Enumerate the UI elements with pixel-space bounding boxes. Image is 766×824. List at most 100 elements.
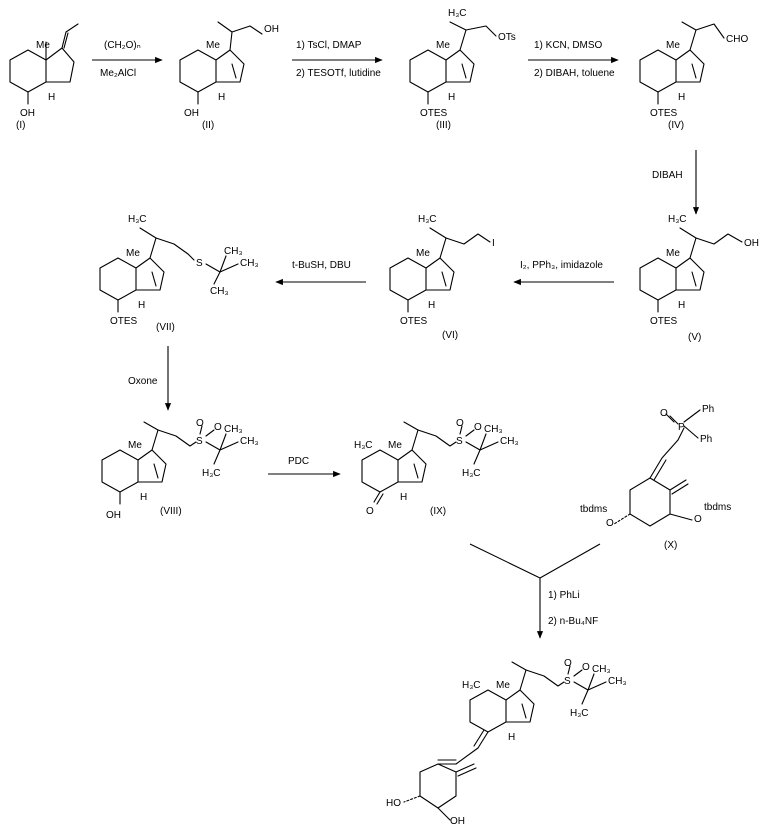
atom-ch3: CH₃	[500, 436, 519, 447]
atom-h: H	[218, 92, 225, 103]
atom-me: Me	[666, 40, 680, 51]
reagent-step9-bottom: 2) n-Bu₄NF	[548, 616, 598, 627]
reagent-step3-bottom: 2) DIBAH, toluene	[534, 68, 615, 79]
atom-o: O	[564, 658, 572, 669]
atom-h: H	[140, 492, 147, 503]
atom-me: Me	[36, 40, 50, 51]
label-compound-8: (VIII)	[160, 506, 182, 517]
atom-tbdms: tbdms	[704, 502, 731, 513]
atom-h: H	[678, 300, 685, 311]
final-product: H₃C Me H S O O CH₃ CH₃ H₃C HO OH	[386, 658, 627, 824]
compound-7: H₃C Me H OTES S CH₃ CH₃ CH₃	[99, 214, 259, 327]
atom-o: O	[660, 408, 668, 419]
atom-o: O	[606, 518, 614, 529]
atom-h3c: H₃C	[570, 708, 589, 719]
atom-ph: Ph	[700, 434, 712, 445]
atom-me: Me	[436, 40, 450, 51]
reagent-step4: DIBAH	[652, 170, 683, 181]
atom-h: H	[428, 300, 435, 311]
atom-me: Me	[206, 40, 220, 51]
atom-otes: OTES	[650, 316, 678, 327]
compound-5: H₃C Me H OTES OH	[639, 214, 759, 327]
atom-ch3: CH₃	[224, 246, 243, 257]
atom-h3c: H₃C	[202, 468, 221, 479]
atom-h3c: H₃C	[462, 680, 481, 691]
reagent-step2-top: 1) TsCl, DMAP	[296, 40, 362, 51]
label-compound-2: (II)	[202, 120, 214, 131]
compound-6: H₃C Me H OTES I	[389, 214, 495, 327]
compound-3: H₃C Me H OTES OTs	[409, 8, 516, 119]
label-compound-3: (III)	[436, 120, 451, 131]
atom-h: H	[678, 92, 685, 103]
reagent-step9-top: 1) PhLi	[548, 590, 580, 601]
atom-o: O	[366, 506, 374, 517]
atom-h3c: H₃C	[462, 468, 481, 479]
atom-ch3: CH₃	[210, 286, 229, 297]
atom-h: H	[400, 492, 407, 503]
atom-oh: OH	[264, 24, 279, 35]
atom-ch3: CH₃	[484, 424, 503, 435]
atom-o: O	[196, 418, 204, 429]
reagent-step5: I₂, PPh₃, imidazole	[520, 260, 603, 271]
reagent-step1-top: (CH₂O)ₙ	[104, 40, 141, 51]
atom-ch3: CH₃	[240, 258, 259, 269]
atom-me: Me	[666, 248, 680, 259]
label-compound-4: (IV)	[668, 120, 684, 131]
reagent-step7: Oxone	[128, 376, 158, 387]
atom-o: O	[456, 418, 464, 429]
compound-9: H₃C Me H O S O O CH₃ CH₃ H₃C	[354, 418, 519, 517]
label-compound-7: (VII)	[156, 322, 175, 333]
label-compound-10: (X)	[664, 540, 677, 551]
atom-h: H	[508, 732, 515, 743]
atom-ch3: CH₃	[592, 664, 611, 675]
atom-tbdms: tbdms	[580, 504, 607, 515]
label-compound-9: (IX)	[430, 506, 446, 517]
atom-o: O	[474, 422, 482, 433]
atom-ho: HO	[386, 798, 401, 809]
compound-8: Me H OH S O O CH₃ CH₃ H₃C	[101, 418, 259, 521]
atom-ch3: CH₃	[608, 676, 627, 687]
reagent-step3-top: 1) KCN, DMSO	[534, 40, 603, 51]
reagent-step1-bottom: Me₂AlCl	[100, 68, 136, 79]
atom-h3c: H₃C	[354, 440, 373, 451]
label-compound-5: (V)	[688, 332, 701, 343]
atom-s: S	[456, 436, 463, 447]
reagent-step2-bottom: 2) TESOTf, lutidine	[296, 68, 381, 79]
atom-oh: OH	[450, 816, 465, 824]
atom-otes: OTES	[110, 316, 138, 327]
compound-10: O P Ph Ph O tbdms O tbdms	[580, 404, 731, 529]
atom-oh: OH	[20, 108, 35, 119]
compound-1: Me H OH	[9, 23, 79, 119]
convergence-lines	[469, 543, 601, 579]
atom-ph: Ph	[702, 404, 714, 415]
atom-h3c: H₃C	[418, 214, 437, 225]
atom-h3c: H₃C	[668, 214, 687, 225]
atom-otes: OTES	[650, 108, 678, 119]
atom-ots: OTs	[498, 32, 516, 43]
label-compound-6: (VI)	[442, 330, 458, 341]
atom-o: O	[214, 422, 222, 433]
compound-2: Me H OH OH	[179, 21, 279, 119]
atom-h3c: H₃C	[128, 214, 147, 225]
atom-p: P	[678, 422, 685, 433]
atom-otes: OTES	[420, 108, 448, 119]
atom-me: Me	[416, 248, 430, 259]
atom-ch3: CH₃	[224, 424, 243, 435]
atom-s: S	[564, 676, 571, 687]
atom-oh: OH	[106, 510, 121, 521]
atom-s: S	[196, 258, 203, 269]
atom-oh: OH	[744, 238, 759, 249]
atom-i: I	[492, 238, 495, 249]
atom-h: H	[448, 92, 455, 103]
atom-me: Me	[126, 248, 140, 259]
atom-me: Me	[388, 440, 402, 451]
atom-s: S	[196, 436, 203, 447]
atom-cho: CHO	[726, 34, 748, 45]
atom-o: O	[582, 662, 590, 673]
atom-o: O	[694, 514, 702, 525]
reagent-step6: t-BuSH, DBU	[292, 260, 351, 271]
atom-h: H	[48, 92, 55, 103]
atom-me: Me	[496, 680, 510, 691]
reagent-step8: PDC	[288, 456, 309, 467]
